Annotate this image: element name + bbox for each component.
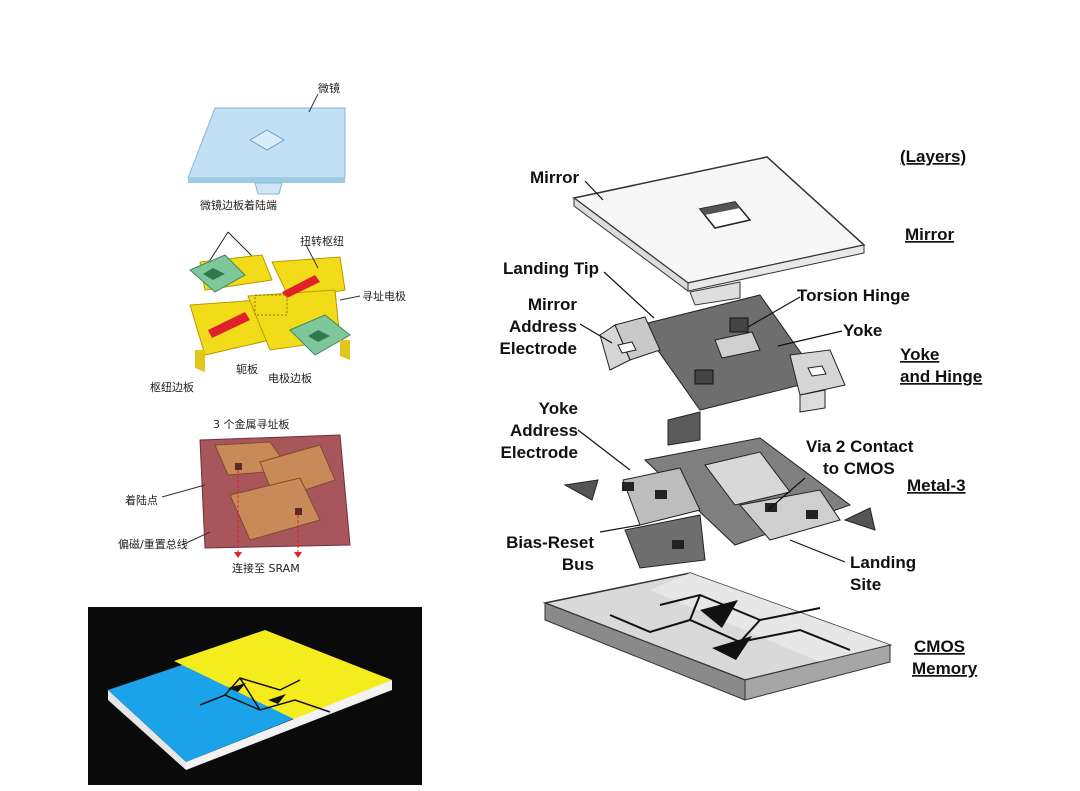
mirror-layer xyxy=(572,156,866,306)
left-cmos-illustration xyxy=(88,607,422,785)
label-hinge-landing-tip-cn: 枢纽边板 xyxy=(150,380,194,394)
layer-metal3: Metal-3 xyxy=(907,476,966,495)
label-via2-contact-2: to CMOS xyxy=(823,459,895,478)
label-mirror-address-electrode-3: Electrode xyxy=(500,339,577,358)
label-address-electrode-cn: 寻址电极 xyxy=(362,289,406,303)
label-via2-contact-1: Via 2 Contact xyxy=(806,437,914,456)
label-yoke-address-electrode-1: Yoke xyxy=(539,399,578,418)
label-landing-site-2: Site xyxy=(850,575,881,594)
yoke-hinge-layer xyxy=(599,294,846,446)
label-electrode-landing-tip-cn: 电极边板 xyxy=(268,371,312,385)
label-yoke-cn: 轭板 xyxy=(236,362,258,376)
label-metal-pads-cn: 3 个金属寻址板 xyxy=(213,417,290,431)
label-bias-reset-bus-cn: 偏磁/重置总线 xyxy=(118,537,188,551)
left-hinge-layer: 扭转枢纽 寻址电极 轭板 电极边板 枢纽边板 xyxy=(150,231,406,394)
layers-heading: (Layers) xyxy=(900,147,966,166)
label-yoke-address-electrode-3: Electrode xyxy=(501,443,578,462)
label-bias-reset-bus-2: Bus xyxy=(562,555,594,574)
layer-cmos-memory-2: Memory xyxy=(912,659,978,678)
label-landing-tip: Landing Tip xyxy=(503,259,599,278)
layer-yoke-hinge-2: and Hinge xyxy=(900,367,982,386)
leader-lines xyxy=(577,180,846,563)
label-torsion-hinge: Torsion Hinge xyxy=(797,286,910,305)
label-landing-site-1: Landing xyxy=(850,553,916,572)
label-yoke: Yoke xyxy=(843,321,882,340)
label-torsion-hinge-cn: 扭转枢纽 xyxy=(300,234,344,248)
left-mirror-layer: 微镜 微镜边板着陆端 xyxy=(187,81,346,212)
label-landing-site-cn: 着陆点 xyxy=(125,493,158,507)
label-mirror-address-electrode-1: Mirror xyxy=(528,295,578,314)
label-bias-reset-bus-1: Bias-Reset xyxy=(506,533,594,552)
label-mirror: Mirror xyxy=(530,168,580,187)
label-mirror-address-electrode-2: Address xyxy=(509,317,577,336)
label-mirror-landing-tip-cn: 微镜边板着陆端 xyxy=(200,198,277,212)
label-yoke-address-electrode-2: Address xyxy=(510,421,578,440)
layer-cmos-memory-1: CMOS xyxy=(914,637,965,656)
label-mirror-cn: 微镜 xyxy=(318,81,340,95)
layer-mirror: Mirror xyxy=(905,225,955,244)
cmos-layer xyxy=(542,572,893,701)
layer-yoke-hinge-1: Yoke xyxy=(900,345,939,364)
label-connect-sram-cn: 连接至 SRAM xyxy=(232,562,300,575)
metal3-layer xyxy=(563,437,876,569)
left-metal-layer: 3 个金属寻址板 着陆点 偏磁/重置总线 连接至 SRAM xyxy=(118,417,351,575)
